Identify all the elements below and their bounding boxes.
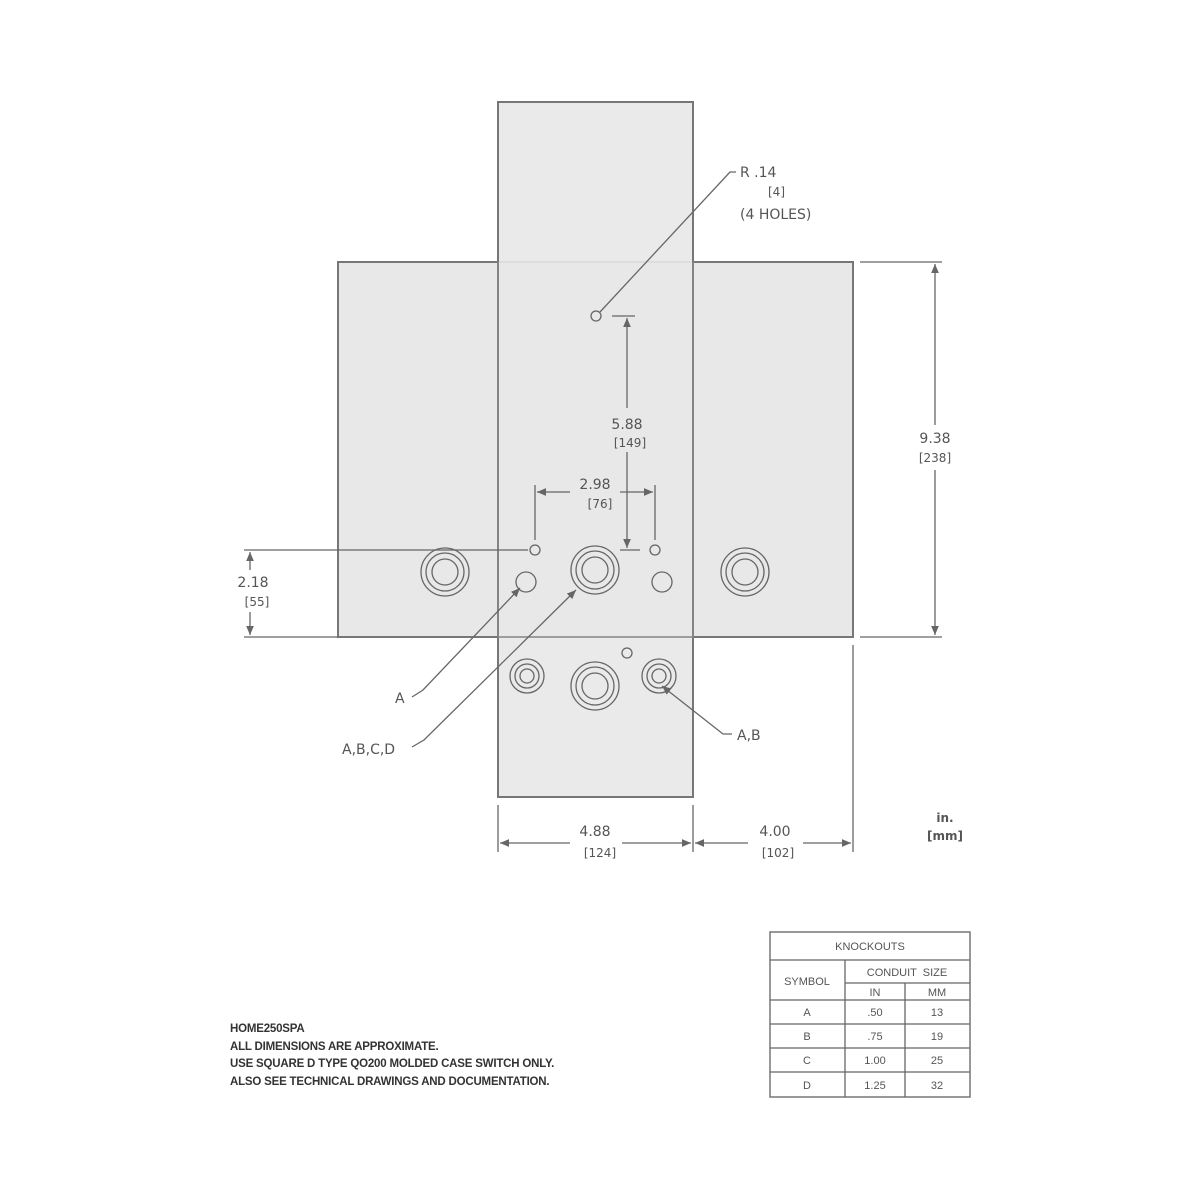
table-row: D 1.25 32: [803, 1080, 943, 1092]
vertical-plate: [497, 101, 694, 798]
svg-text:13: 13: [931, 1007, 943, 1019]
dim-side-width-mm: [102]: [762, 846, 794, 860]
dim-center-width-mm: [124]: [584, 846, 616, 860]
hole-radius-mm: [4]: [768, 185, 785, 199]
table-row: B .75 19: [803, 1031, 943, 1043]
symbol-header: SYMBOL: [784, 976, 830, 988]
table-row: A .50 13: [803, 1007, 943, 1019]
callout-abcd: A,B,C,D: [342, 742, 395, 758]
drawing-notes: HOME250SPA ALL DIMENSIONS ARE APPROXIMAT…: [230, 1021, 554, 1091]
svg-text:.75: .75: [867, 1031, 882, 1043]
dim-total-height-in: 9.38: [919, 431, 950, 447]
dim-center-width-in: 4.88: [579, 824, 610, 840]
svg-text:19: 19: [931, 1031, 943, 1043]
svg-text:1.00: 1.00: [864, 1055, 885, 1067]
dim-total-height-mm: [238]: [919, 451, 951, 465]
dim-offset-height-in: 2.18: [237, 575, 268, 591]
units-mm: [mm]: [927, 829, 963, 843]
hole-count: (4 HOLES): [740, 207, 811, 223]
model-number: HOME250SPA: [230, 1023, 305, 1035]
svg-text:B: B: [803, 1031, 810, 1043]
dim-hole-horizontal-in: 2.98: [579, 477, 610, 493]
dim-side-width-in: 4.00: [759, 824, 790, 840]
in-header: IN: [870, 987, 881, 999]
mm-header: MM: [928, 987, 946, 999]
dim-offset-height-mm: [55]: [245, 595, 270, 609]
note-line: ALL DIMENSIONS ARE APPROXIMATE.: [230, 1040, 439, 1053]
dim-hole-vertical-mm: [149]: [614, 436, 646, 450]
dim-hole-vertical-in: 5.88: [611, 417, 642, 433]
note-line: USE SQUARE D TYPE QO200 MOLDED CASE SWIT…: [230, 1058, 555, 1070]
callout-ab: A,B: [737, 728, 761, 744]
svg-text:25: 25: [931, 1055, 943, 1067]
svg-text:A: A: [803, 1007, 811, 1019]
conduit-size-header: CONDUIT SIZE: [867, 967, 947, 979]
units-in: in.: [936, 811, 953, 825]
svg-text:32: 32: [931, 1080, 943, 1092]
dim-hole-horizontal-mm: [76]: [588, 497, 613, 511]
callout-a: A: [395, 691, 405, 707]
svg-text:1.25: 1.25: [864, 1080, 885, 1092]
table-row: C 1.00 25: [803, 1055, 943, 1067]
hole-radius: R .14: [740, 165, 777, 181]
table-title: KNOCKOUTS: [835, 941, 905, 953]
knockouts-table: KNOCKOUTS SYMBOL CONDUIT SIZE IN MM A .50…: [769, 931, 971, 1098]
knockouts: [420, 545, 770, 711]
svg-text:C: C: [803, 1055, 811, 1067]
svg-text:D: D: [803, 1080, 811, 1092]
svg-text:.50: .50: [867, 1007, 882, 1019]
mounting-holes: [529, 310, 661, 659]
note-line: ALSO SEE TECHNICAL DRAWINGS AND DOCUMENT…: [230, 1075, 550, 1088]
